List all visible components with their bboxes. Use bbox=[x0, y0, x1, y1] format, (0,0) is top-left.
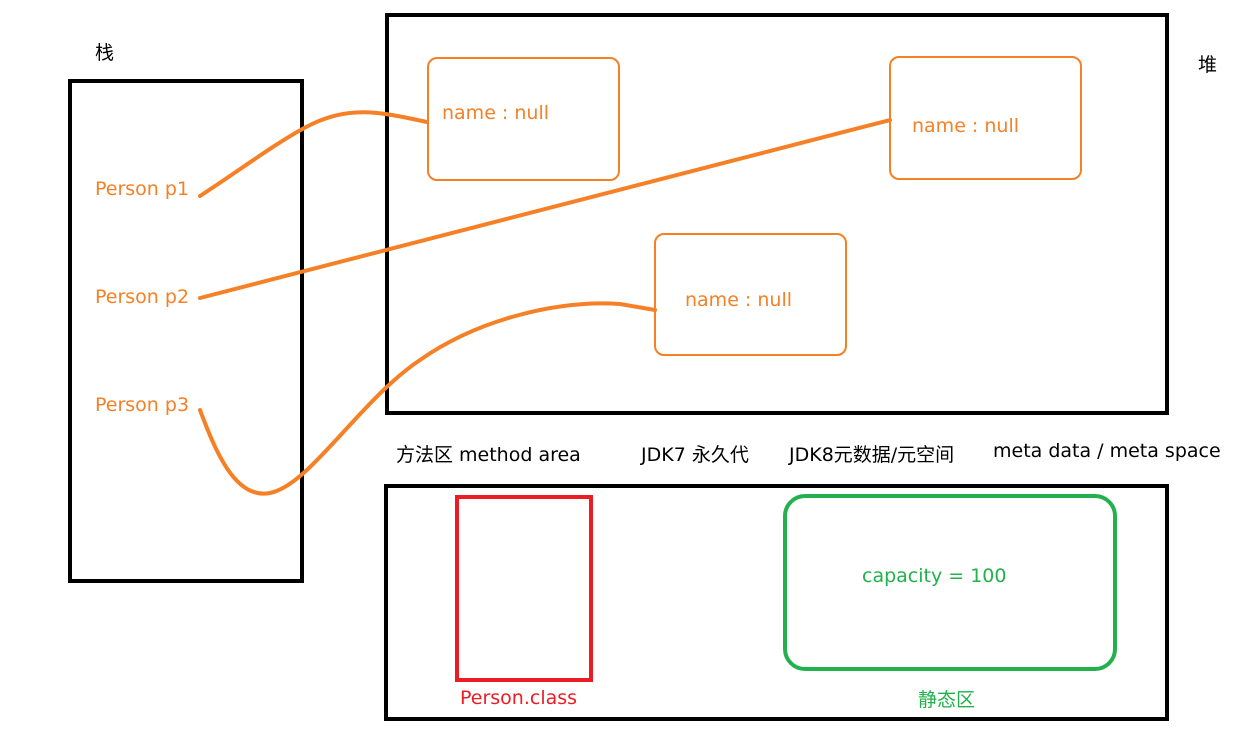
heap-object-2 bbox=[889, 56, 1082, 180]
stack-var-p1: Person p1 bbox=[95, 178, 190, 200]
stack-var-p3: Person p3 bbox=[95, 394, 190, 416]
class-box bbox=[455, 495, 593, 682]
static-area-box bbox=[783, 494, 1117, 671]
static-area-content: capacity = 100 bbox=[862, 565, 1007, 587]
jdk8-caption: JDK8元数据/元空间 bbox=[789, 444, 955, 466]
static-area-label: 静态区 bbox=[918, 689, 976, 711]
stack-title: 栈 bbox=[95, 42, 115, 64]
heap-object-1-field: name : null bbox=[442, 102, 550, 124]
heap-title: 堆 bbox=[1198, 54, 1218, 76]
stack-var-p2: Person p2 bbox=[95, 286, 190, 308]
heap-object-3-field: name : null bbox=[685, 289, 793, 311]
meta-space-caption: meta data / meta space bbox=[993, 440, 1221, 462]
class-box-label: Person.class bbox=[460, 687, 578, 709]
jdk7-caption: JDK7 永久代 bbox=[641, 444, 749, 466]
stack-frame bbox=[68, 79, 304, 583]
method-area-caption: 方法区 method area bbox=[396, 444, 581, 466]
method-area-frame bbox=[384, 484, 1169, 721]
heap-object-2-field: name : null bbox=[912, 115, 1020, 137]
